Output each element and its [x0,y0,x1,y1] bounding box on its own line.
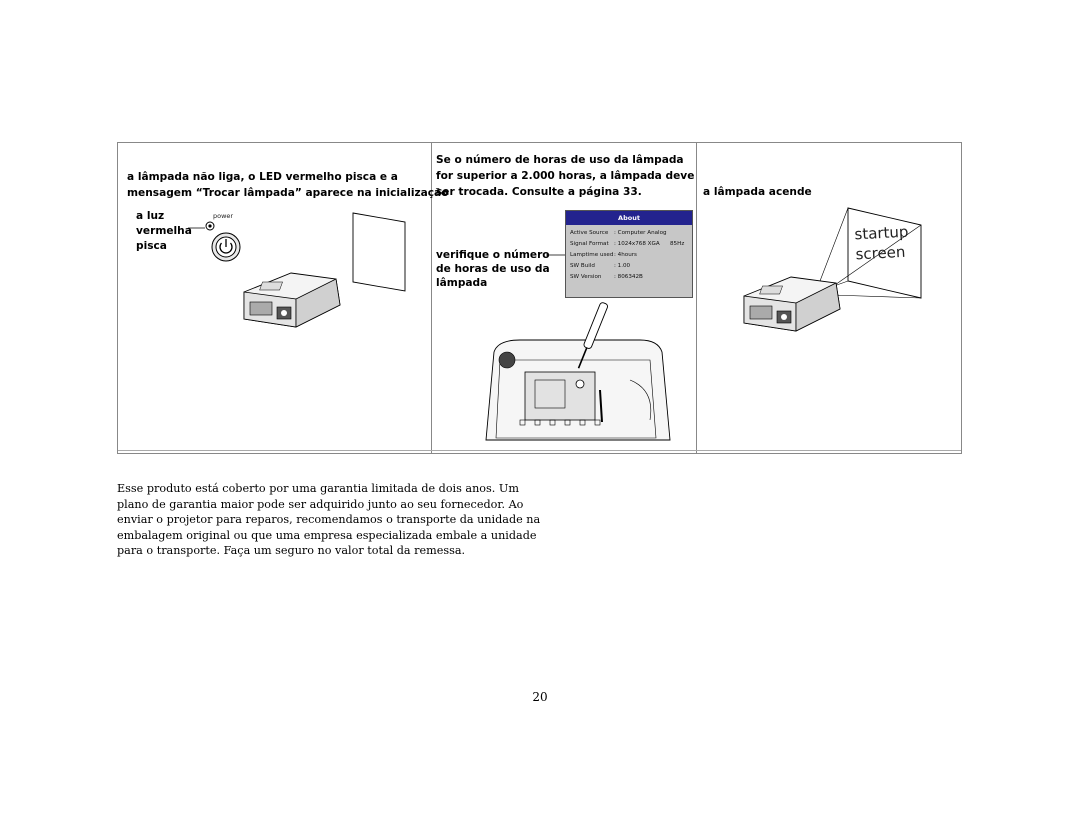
col2-heading-line3: ser trocada. Consulte a página 33. [436,186,642,198]
col2-label-line3: lâmpada [436,277,488,289]
warranty-paragraph: Esse produto está coberto por uma garant… [117,481,541,559]
about-row-key: SW Build [570,263,595,269]
about-row: SW Version : 806342B [570,274,690,283]
col3-heading: a lâmpada acende [703,186,812,198]
about-row-key: Lamptime used [570,252,614,258]
paragraph-line: plano de garantia maior pode ser adquiri… [117,497,524,511]
paragraph-line: para o transporte. Faça um seguro no val… [117,544,466,558]
troubleshooting-table [117,142,962,454]
projector-icon [243,272,341,328]
about-row-value: : 4hours [614,252,637,258]
projector-bottom-lamp-door-illustration [485,302,671,441]
about-dialog: About Active Source : Computer Analog Si… [565,210,693,298]
table-bottom-rule [118,450,961,451]
about-row-extra: 85Hz [670,241,685,247]
col2-heading-line2: for superior a 2.000 horas, a lâmpada de… [436,170,695,182]
startup-screen-line2: screen [855,242,906,264]
about-row-value: : Computer Analog [614,230,667,236]
col2-label-line2: de horas de uso da [436,263,550,275]
about-dialog-title: About [566,211,692,225]
page-number: 20 [532,690,548,704]
about-row-value: : 806342B [614,274,643,280]
col1-label-line3: pisca [136,240,167,252]
callout-line [546,254,568,256]
startup-screen-text: startup screen [854,222,910,265]
about-row: Signal Format : 1024x768 XGA 85Hz [570,241,690,250]
col1-label-line1: a luz [136,210,165,222]
paragraph-line: enviar o projetor para reparos, recomend… [117,513,541,527]
col1-heading-line2: mensagem “Trocar lâmpada” aparece na ini… [127,187,449,199]
power-label: power [213,212,234,220]
about-row: SW Build : 1.00 [570,263,690,272]
blank-screen-icon [352,212,406,292]
about-row-key: Signal Format [570,241,609,247]
col1-label-line2: vermelha [136,225,192,237]
col2-label-line1: verifique o número [436,249,550,261]
about-row: Lamptime used : 4hours [570,252,690,261]
about-row-value: : 1.00 [614,263,631,269]
about-row-value: : 1024x768 XGA [614,241,660,247]
col1-heading-line1: a lâmpada não liga, o LED vermelho pisca… [127,171,398,183]
projector-with-beam-illustration [743,207,922,332]
paragraph-line: embalagem original ou que uma empresa es… [117,528,537,542]
col2-heading-line1: Se o número de horas de uso da lâmpada [436,154,684,166]
about-row-key: Active Source [570,230,609,236]
column-divider [696,143,697,453]
about-row: Active Source : Computer Analog [570,230,690,239]
paragraph-line: Esse produto está coberto por uma garant… [117,482,519,495]
about-row-key: SW Version [570,274,602,280]
column-divider [431,143,432,453]
power-led-illustration [188,221,241,262]
